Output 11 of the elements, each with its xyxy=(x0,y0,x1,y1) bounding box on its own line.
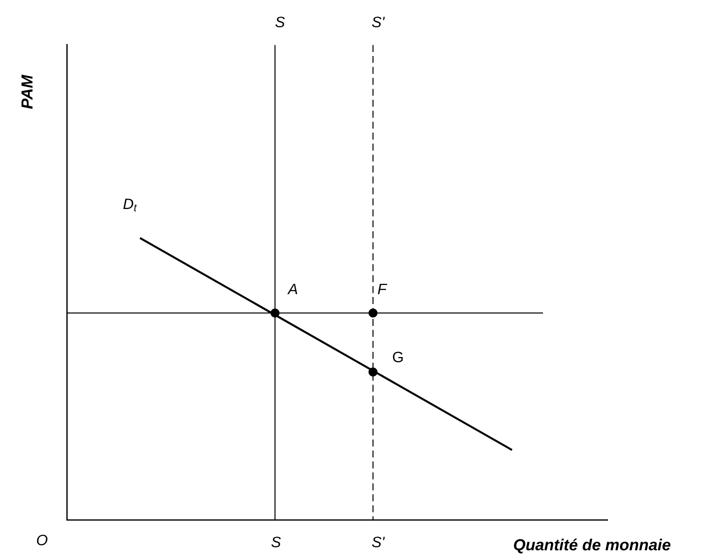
point-label: F xyxy=(378,284,388,294)
tick-label: S xyxy=(271,536,281,548)
curve-label: S' xyxy=(372,16,385,28)
tick-label: S' xyxy=(372,536,385,548)
axis-title: PAM xyxy=(22,74,32,109)
point-label: A xyxy=(287,284,298,294)
point-label: G xyxy=(392,352,403,362)
axis-title: Quantité de monnaie xyxy=(514,538,670,554)
curve-label: D$_{t}$ xyxy=(123,198,137,212)
origin-label: O xyxy=(37,534,48,546)
curve-label: S xyxy=(275,16,285,28)
